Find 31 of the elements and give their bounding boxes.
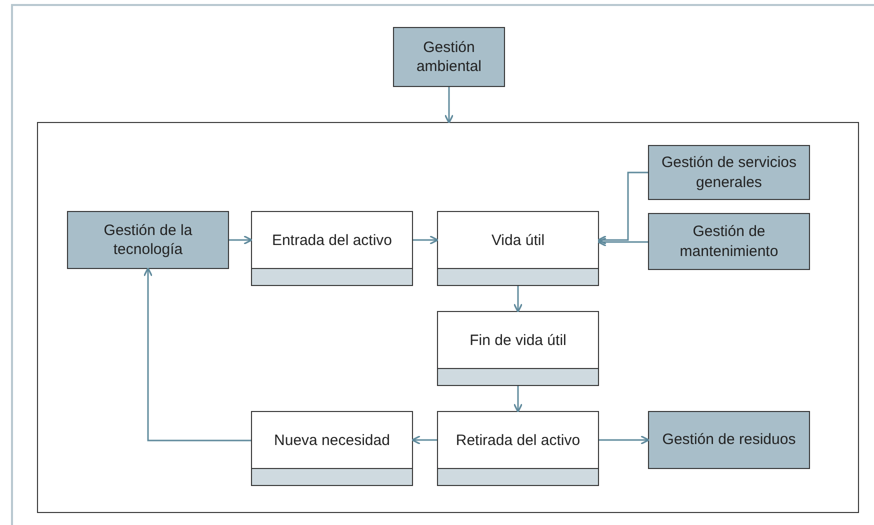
node-label: Vida útil	[490, 230, 546, 250]
arrow	[411, 435, 437, 445]
arrow	[513, 286, 523, 313]
node-label: Gestión de la tecnología	[102, 220, 194, 260]
arrow	[143, 267, 251, 442]
arrow	[513, 386, 523, 413]
container-box	[37, 122, 859, 513]
arrow	[444, 87, 454, 124]
node-label: Entrada del activo	[270, 230, 394, 250]
node-label: Retirada del activo	[454, 430, 582, 450]
node-label: Gestión de residuos	[661, 430, 797, 450]
node-label: Gestión ambiental	[415, 38, 483, 76]
arrow	[597, 172, 648, 245]
stage-box	[437, 411, 599, 486]
node-label: Fin de vida útil	[468, 330, 568, 350]
process-box	[648, 411, 810, 469]
arrow	[599, 435, 650, 445]
arrow	[597, 237, 648, 247]
stage-box	[437, 311, 599, 386]
stage-box	[251, 411, 413, 486]
node-label: Nueva necesidad	[273, 430, 391, 450]
arrow	[229, 235, 253, 245]
process-box	[67, 211, 229, 269]
node-label: Gestión de mantenimiento	[678, 222, 780, 261]
process-box	[648, 145, 810, 200]
stage-box	[437, 211, 599, 286]
node-label: Gestión de servicios generales	[660, 153, 798, 192]
process-box	[648, 213, 810, 270]
process-box	[393, 27, 505, 87]
stage-box	[251, 211, 413, 286]
arrow	[413, 235, 439, 245]
